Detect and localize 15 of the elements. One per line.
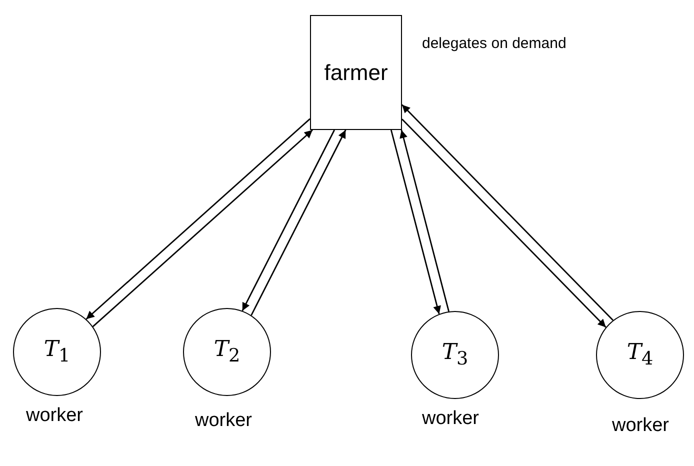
node-label: worker bbox=[195, 410, 252, 432]
arrow bbox=[242, 130, 336, 312]
farmer-box bbox=[310, 15, 402, 130]
node-label: worker bbox=[612, 415, 670, 437]
node-label: worker bbox=[422, 408, 480, 430]
node-label: delegates on demand bbox=[422, 35, 566, 52]
arrow bbox=[400, 130, 450, 312]
task-label: T$_{4}$ bbox=[626, 340, 654, 370]
task-label: T$_{1}$ bbox=[44, 337, 70, 367]
task-label: T$_{2}$ bbox=[214, 337, 240, 367]
role-label: farmer bbox=[324, 60, 388, 86]
arrow bbox=[390, 130, 441, 314]
task-label: T$_{3}$ bbox=[442, 340, 468, 370]
node-label: worker bbox=[26, 405, 84, 427]
arrow bbox=[250, 130, 346, 316]
